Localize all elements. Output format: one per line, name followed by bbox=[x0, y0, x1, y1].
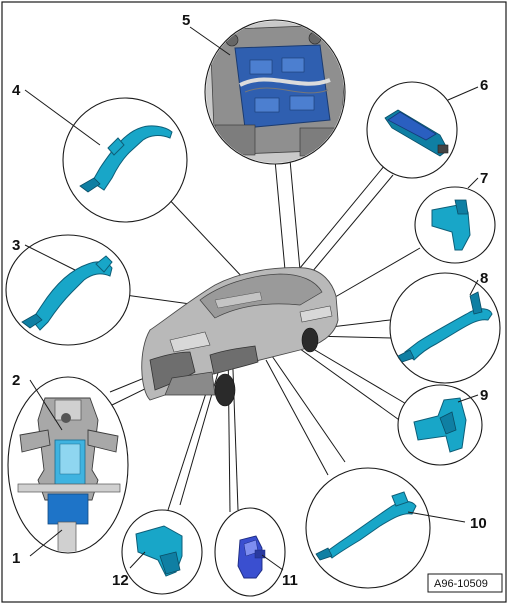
leader-line-9b bbox=[295, 345, 403, 423]
callout-7: 7 bbox=[480, 170, 488, 187]
detail-circle-4 bbox=[62, 97, 188, 223]
detail-circle-11 bbox=[214, 507, 286, 597]
leader-line-11b bbox=[227, 343, 231, 513]
detail-circle-5 bbox=[204, 19, 346, 165]
leader-line-11a bbox=[231, 341, 239, 511]
door-handle-clip bbox=[107, 137, 125, 156]
detail-circle-12 bbox=[121, 509, 203, 595]
callout-11: 11 bbox=[282, 572, 298, 589]
detail-circle-10 bbox=[305, 467, 431, 589]
door-handle-part-10 bbox=[325, 501, 417, 559]
door-handle-part bbox=[91, 125, 173, 191]
bracket-part-9 bbox=[413, 397, 467, 453]
number-leaders bbox=[24, 26, 479, 571]
callout-9: 9 bbox=[480, 387, 488, 404]
callout-4: 4 bbox=[12, 82, 21, 99]
leader-line-6a bbox=[299, 164, 386, 269]
door-handle-part-8 bbox=[404, 308, 493, 361]
door-handle-tab bbox=[79, 177, 101, 193]
callout-2: 2 bbox=[12, 372, 20, 389]
figure-code-box bbox=[427, 573, 503, 593]
car-illustration bbox=[141, 267, 339, 407]
door-handle-part-3 bbox=[31, 261, 113, 331]
callout-3: 3 bbox=[12, 237, 20, 254]
leader-line-4 bbox=[164, 194, 246, 281]
callout-12: 12 bbox=[112, 572, 129, 589]
detail-circle-7 bbox=[414, 186, 496, 264]
detail-circle-2 bbox=[7, 376, 129, 554]
callout-10: 10 bbox=[470, 515, 487, 532]
leader-line-10a bbox=[271, 355, 346, 463]
leader-line-6b bbox=[311, 174, 394, 273]
leader-line-10b bbox=[265, 359, 329, 476]
callout-8: 8 bbox=[480, 270, 488, 287]
detail-circle-8 bbox=[389, 272, 501, 384]
detail-circle-3 bbox=[5, 234, 131, 346]
detail-circle-9 bbox=[397, 384, 483, 466]
control-unit-illustration bbox=[206, 21, 344, 163]
leader-line-9a bbox=[297, 339, 409, 406]
callout-5: 5 bbox=[182, 12, 190, 29]
detail-circle-6 bbox=[366, 81, 458, 179]
callout-1: 1 bbox=[12, 550, 20, 567]
leader-line-5a bbox=[274, 159, 286, 271]
figure-code: A96-10509 bbox=[434, 578, 488, 590]
steering-column-illustration bbox=[9, 378, 127, 552]
callout-6: 6 bbox=[480, 77, 488, 94]
leader-line-7 bbox=[329, 247, 421, 301]
leader-line-5b bbox=[289, 159, 301, 271]
